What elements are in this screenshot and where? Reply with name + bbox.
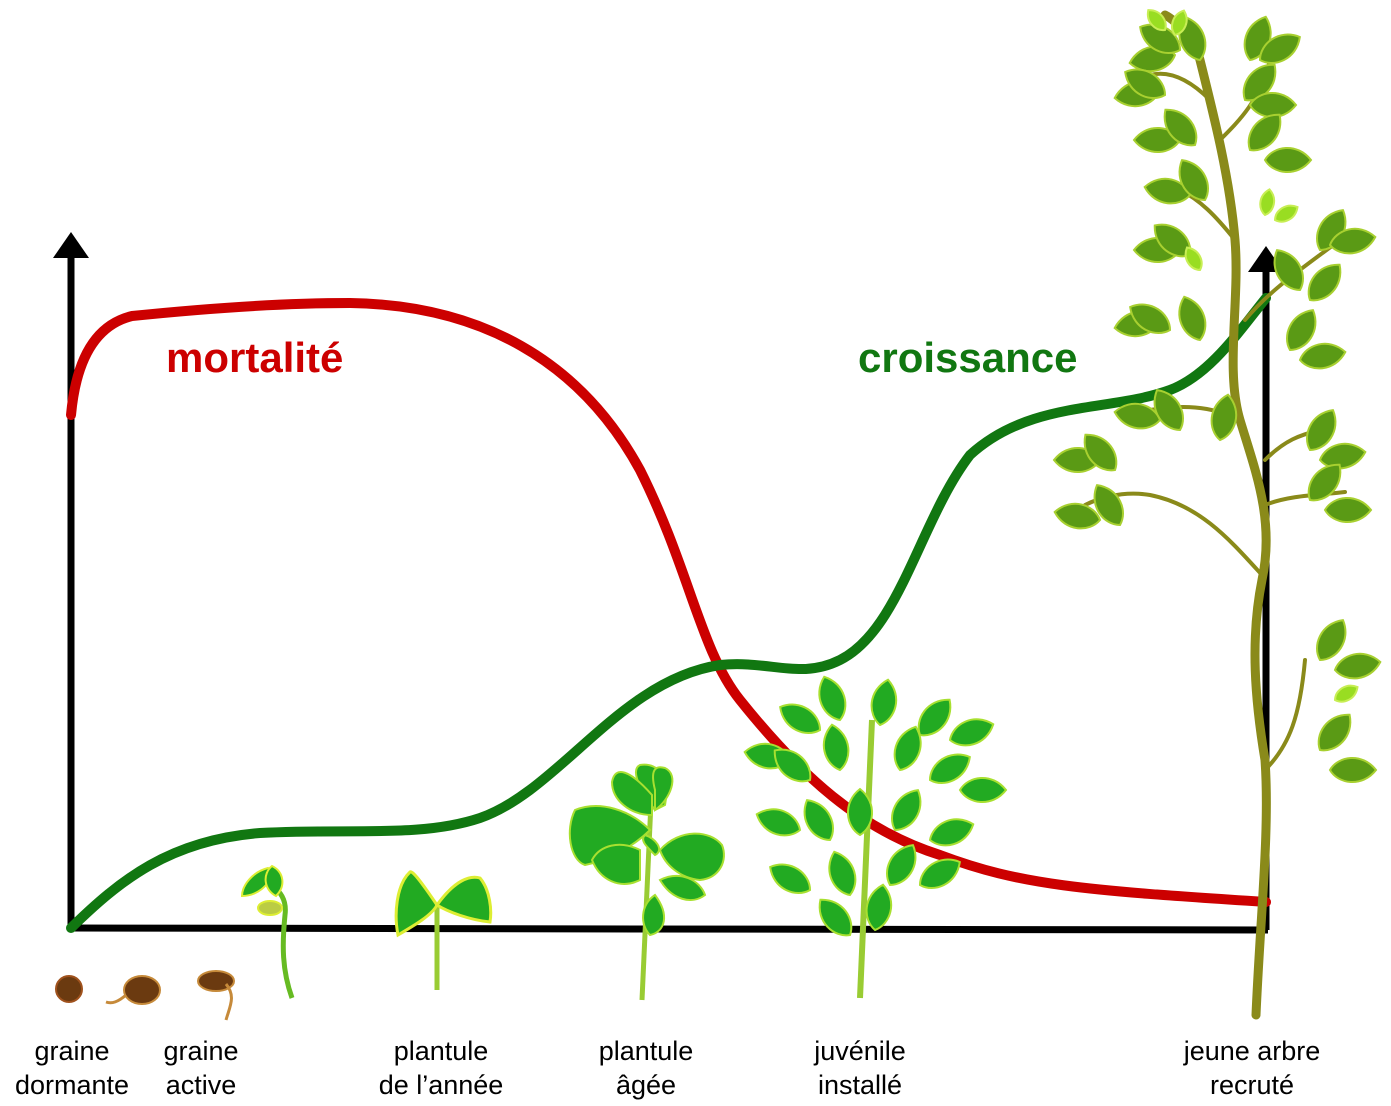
growth-label: croissance <box>858 334 1078 381</box>
stage-label-line2: âgée <box>615 1070 677 1100</box>
stage-label-older-seedling: plantule âgée <box>599 1034 694 1102</box>
older-seedling-icon <box>568 763 725 1001</box>
juvenile-plant-icon <box>741 671 1007 999</box>
stage-label-line2: recruté <box>1209 1070 1295 1100</box>
stage-label-active-seed: graine active <box>163 1034 238 1102</box>
mortality-label: mortalité <box>166 334 344 381</box>
sprouting-seedling-icon <box>240 864 295 999</box>
dormant-seed-icon <box>55 975 83 1003</box>
stage-label-young-tree: jeune arbre recruté <box>1184 1034 1321 1102</box>
active-seed-icon <box>105 970 235 1021</box>
growth-curve <box>66 293 1271 933</box>
seedling-of-year-icon <box>394 870 493 990</box>
mortality-curve <box>66 297 1271 907</box>
x-axis <box>67 924 1269 934</box>
stage-label-line2: dormante <box>14 1070 130 1100</box>
stage-label-line1: juvénile <box>814 1036 906 1066</box>
stage-label-line1: graine <box>163 1036 239 1066</box>
stage-label-line1: plantule <box>393 1036 489 1066</box>
stage-label-line1: jeune arbre <box>1183 1036 1321 1066</box>
young-tree-icon <box>1051 4 1384 1020</box>
stage-label-line2: installé <box>817 1070 903 1100</box>
stage-label-juvenile: juvénile installé <box>814 1034 906 1102</box>
stage-label-line2: de l’année <box>378 1070 504 1100</box>
stage-label-seedling-year: plantule de l’année <box>379 1034 504 1102</box>
y-axis-left-arrow <box>53 232 89 258</box>
stage-label-dormant-seed: graine dormante <box>15 1034 129 1102</box>
stage-label-line1: graine <box>34 1036 110 1066</box>
stage-label-line1: plantule <box>598 1036 694 1066</box>
stage-label-line2: active <box>165 1070 237 1100</box>
